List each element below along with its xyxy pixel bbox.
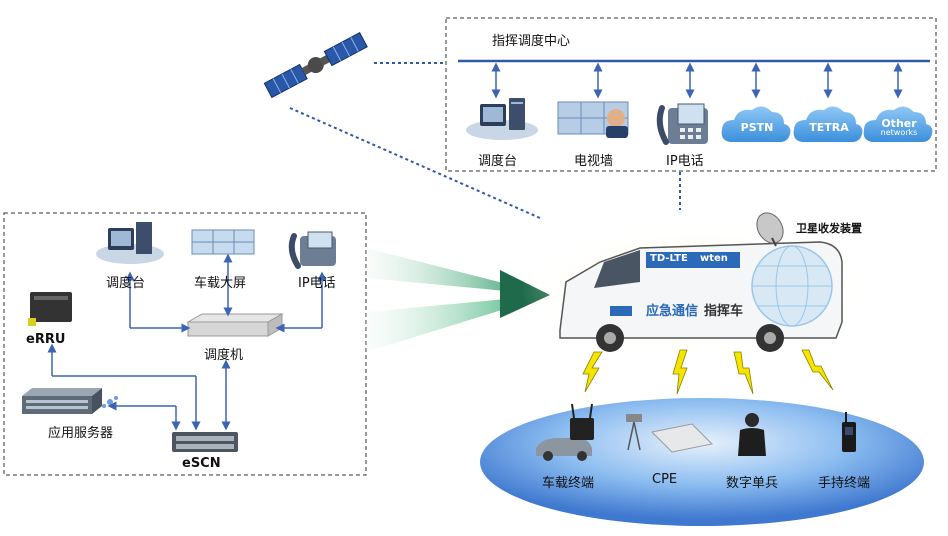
vehicle-terminal-icon <box>536 403 594 461</box>
pstn-cloud-icon <box>721 106 791 142</box>
errru-label: eRRU <box>26 332 66 347</box>
vehicle-ip-phone-label: IP电话 <box>298 276 336 291</box>
car-screen-label: 车载大屏 <box>194 276 247 291</box>
cpe-label: CPE <box>652 472 678 487</box>
lightning-bolt-2 <box>672 349 688 395</box>
dispatch-console-icon <box>466 98 538 140</box>
lightning-bolt-1 <box>582 351 603 393</box>
vehicle-dispatch-console-label: 调度台 <box>106 276 146 291</box>
command-center-frame <box>445 17 937 172</box>
pstn-label: PSTN <box>740 121 774 134</box>
car-screen-icon <box>191 229 255 255</box>
center-dispatch-console-label: 调度台 <box>478 154 518 169</box>
handheld-terminal-label: 手持终端 <box>818 476 871 491</box>
lightning-bolt-3 <box>733 351 754 395</box>
other-label: Other <box>881 117 917 130</box>
vehicle-side-text-a: 应急通信 <box>646 304 699 319</box>
digital-soldier-label: 数字单兵 <box>726 476 779 491</box>
networks-label: networks <box>880 128 918 137</box>
digital-soldier-icon <box>738 413 766 456</box>
tetra-label: TETRA <box>809 121 849 134</box>
handheld-terminal-icon <box>842 412 856 452</box>
vehicle-dispatch-console-icon <box>96 222 164 264</box>
ip-phone-icon <box>656 103 708 145</box>
dispatcher-machine-label: 调度机 <box>204 348 244 363</box>
dispatcher-machine-icon <box>186 313 284 337</box>
other-networks-label: Other networks <box>874 117 924 137</box>
vehicle-side-text-b: 指挥车 <box>704 304 744 319</box>
vehicle-ip-phone-icon <box>288 231 336 269</box>
escn-label: eSCN <box>182 456 221 471</box>
other-networks-cloud-icon <box>863 106 933 142</box>
brand-td-lte: TD-LTE <box>650 253 688 264</box>
errru-icon <box>28 292 72 326</box>
app-server-label: 应用服务器 <box>48 426 114 441</box>
center-ip-phone-label: IP电话 <box>666 154 704 169</box>
terminal-zone <box>480 398 924 526</box>
escn-icon <box>172 432 238 452</box>
brand-banner <box>646 252 740 268</box>
brand-wten: wten <box>700 253 728 264</box>
cpe-icon <box>626 414 714 453</box>
lightning-bolt-4 <box>801 349 834 391</box>
vehicle-terminal-label: 车载终端 <box>542 476 595 491</box>
satellite-icon <box>263 31 368 99</box>
tetra-cloud-icon <box>793 106 863 142</box>
command-center-title: 指挥调度中心 <box>492 34 571 49</box>
vehicle-system-links <box>47 253 327 431</box>
satellite-transceiver-label: 卫星收发装置 <box>796 222 862 235</box>
app-server-icon <box>22 388 118 414</box>
satellite-dish-icon <box>756 212 784 247</box>
tv-wall-label: 电视墙 <box>574 154 614 169</box>
command-vehicle-icon <box>559 241 843 352</box>
tv-wall-icon <box>557 101 629 138</box>
